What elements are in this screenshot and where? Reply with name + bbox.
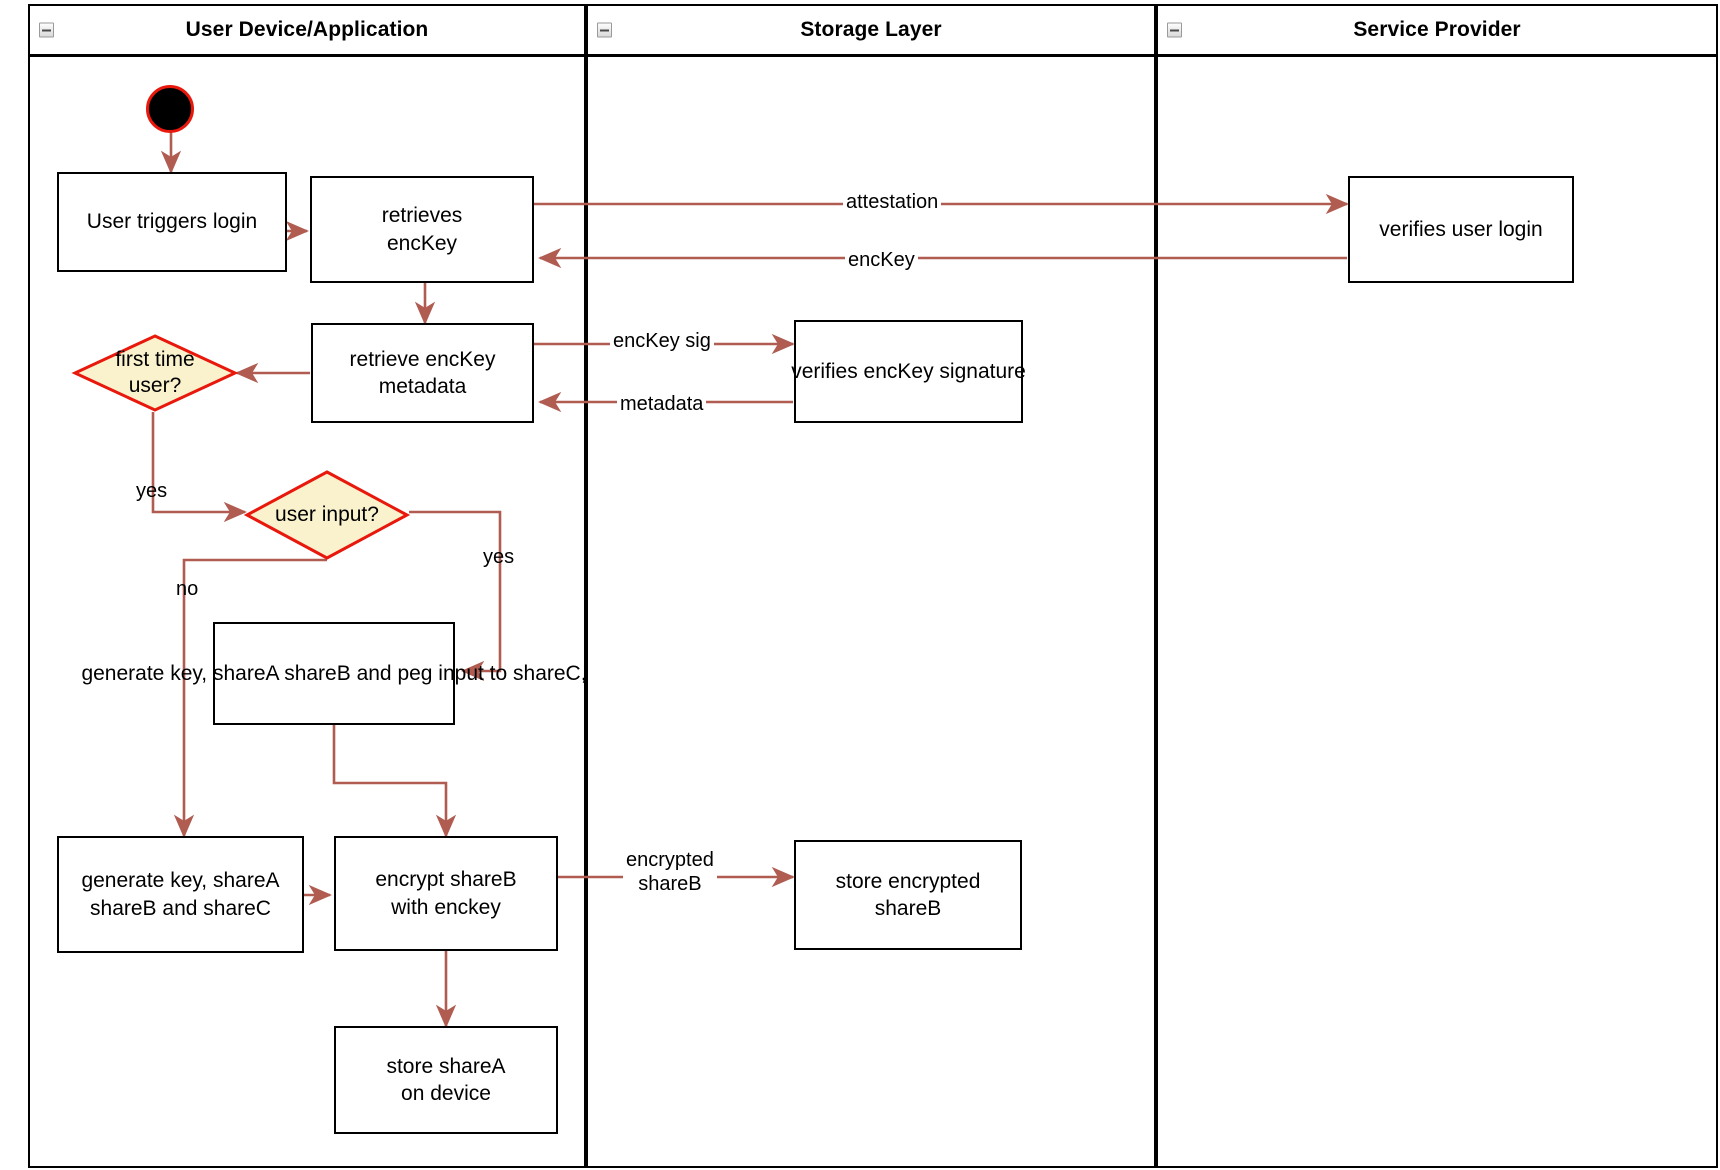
action-generate-peg-input[interactable]: generate key, shareA shareB and peg inpu…	[81, 622, 587, 725]
action-label: generate key, shareA shareB and peg inpu…	[81, 661, 587, 685]
action-label: verifies encKey signature	[791, 359, 1026, 383]
action-label: retrieve encKey metadata	[349, 347, 496, 398]
edge-label-enckey: encKey	[845, 249, 918, 273]
decision-user-input[interactable]: user input?	[243, 470, 411, 560]
action-label: store encrypted shareB	[835, 869, 981, 920]
lane-header-storage-layer[interactable]: Storage Layer	[586, 4, 1156, 56]
collapse-minus-icon[interactable]	[39, 22, 54, 38]
guard-label-userinput-no: no	[176, 578, 199, 600]
guard-label-userinput-yes: yes	[483, 546, 515, 568]
initial-node	[146, 85, 194, 133]
action-label: User triggers login	[86, 210, 258, 234]
decision-first-time-user[interactable]: first time user?	[71, 334, 239, 412]
lane-header-user-device[interactable]: User Device/Application	[28, 4, 586, 56]
edge-label-encrypted-shareb: encrypted shareB	[623, 849, 717, 897]
decision-diamond-shape	[71, 334, 239, 412]
edge-label-attestation: attestation	[843, 191, 942, 215]
action-verifies-enckey-signature[interactable]: verifies encKey signature	[791, 320, 1026, 423]
lane-title-service-provider: Service Provider	[1353, 18, 1521, 41]
lane-title-storage-layer: Storage Layer	[800, 18, 942, 41]
lane-header-service-provider[interactable]: Service Provider	[1156, 4, 1718, 56]
action-retrieves-enckey[interactable]: retrieves encKey	[310, 176, 534, 283]
action-user-triggers-login[interactable]: User triggers login	[57, 172, 287, 272]
guard-label-firsttime-yes: yes	[136, 480, 168, 502]
edge-label-enckey-sig: encKey sig	[610, 330, 714, 354]
collapse-minus-icon[interactable]	[597, 22, 612, 38]
action-label: encrypt shareB with enckey	[375, 868, 517, 919]
lane-body-storage-layer	[586, 55, 1156, 1168]
edge-label-metadata: metadata	[617, 393, 707, 417]
action-retrieve-enckey-metadata[interactable]: retrieve encKey metadata	[311, 323, 534, 423]
lane-title-user-device: User Device/Application	[185, 18, 429, 41]
action-store-sharea-on-device[interactable]: store shareA on device	[334, 1026, 558, 1134]
action-label: generate key, shareA shareB and shareC	[81, 869, 280, 920]
action-label: store shareA on device	[386, 1054, 506, 1105]
action-label: retrieves encKey	[381, 204, 463, 255]
lane-body-user-device	[28, 55, 586, 1168]
action-encrypt-shareb[interactable]: encrypt shareB with enckey	[334, 836, 558, 951]
decision-diamond-shape	[243, 470, 411, 560]
action-generate-key-shares[interactable]: generate key, shareA shareB and shareC	[57, 836, 304, 953]
lane-body-service-provider	[1156, 55, 1718, 1168]
action-store-encrypted-shareb[interactable]: store encrypted shareB	[794, 840, 1022, 950]
collapse-minus-icon[interactable]	[1167, 22, 1182, 38]
action-verifies-user-login[interactable]: verifies user login	[1348, 176, 1574, 283]
action-label: verifies user login	[1379, 217, 1543, 241]
